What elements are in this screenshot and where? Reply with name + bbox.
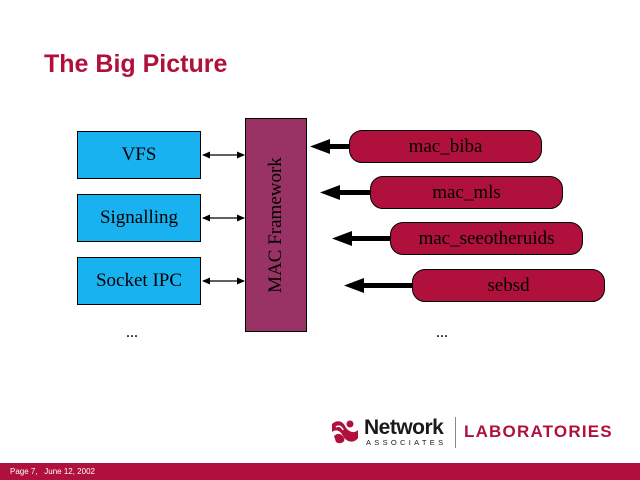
network-associates-emblem-icon (332, 420, 358, 444)
mls-framework-arrow (320, 185, 370, 200)
logo-division-text: LABORATORIES (464, 422, 613, 441)
right-ellipsis: ... (436, 324, 448, 341)
footer-page: Page 7, (10, 467, 38, 476)
logo-tagline-text: ASSOCIATES (366, 438, 447, 447)
mac-seeotheruids-policy: mac_seeotheruids (390, 222, 583, 255)
biba-framework-arrow (310, 139, 349, 154)
network-associates-logo: Network ASSOCIATES LABORATORIES (330, 414, 620, 450)
slide-title: The Big Picture (44, 50, 228, 78)
mac-biba-policy: mac_biba (349, 130, 542, 163)
mac-framework-box (245, 118, 307, 332)
mac-mls-policy: mac_mls (370, 176, 563, 209)
socket-ipc-box: Socket IPC (77, 257, 201, 305)
footer-date: June 12, 2002 (44, 467, 95, 476)
logo-divider (455, 417, 456, 448)
sebsd-framework-arrow (344, 278, 412, 293)
vfs-box: VFS (77, 131, 201, 179)
signalling-box: Signalling (77, 194, 201, 242)
logo-brand-text: Network (364, 416, 444, 439)
footer-text: Page 7, June 12, 2002 (10, 467, 95, 476)
left-ellipsis: ... (126, 324, 138, 341)
sebsd-policy: sebsd (412, 269, 605, 302)
footer-bar: Page 7, June 12, 2002 (0, 463, 640, 480)
seeotheruids-framework-arrow (332, 231, 390, 246)
